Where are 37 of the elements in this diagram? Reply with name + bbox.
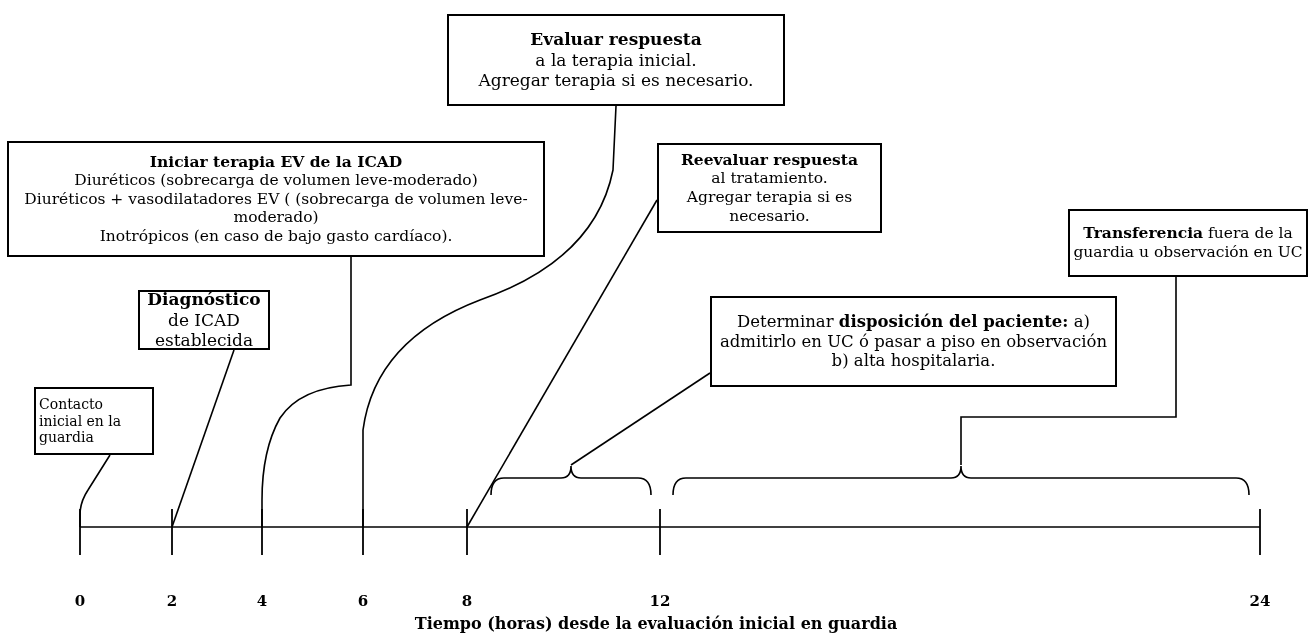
box-heading: Iniciar terapia EV de la ICAD	[148, 152, 404, 172]
leader-line	[79, 454, 111, 528]
text-box	[7, 141, 545, 257]
box-text: al tratamiento.	[710, 169, 829, 188]
tick-label: 12	[648, 592, 672, 610]
leader-line	[570, 372, 711, 466]
box-text: Agregar terapia si es necesario.	[477, 70, 755, 91]
box-text: Inotrópicos (en caso de bajo gasto cardíaco).	[98, 226, 454, 246]
tick-label: 2	[165, 592, 179, 610]
box-text: Transferencia fuera de la guardia u observación en UC	[1073, 224, 1303, 262]
curly-bracket	[490, 465, 652, 495]
box-heading: Reevaluar respuesta	[679, 150, 860, 170]
box-text: Diuréticos (sobrecarga de volumen leve-moderado)	[73, 171, 479, 190]
leader-line	[960, 276, 1177, 466]
axis-title: Tiempo (horas) desde la evaluación inicial en guardia	[413, 614, 899, 633]
box-text: Determinar disposición del paciente: a) admitirlo en UC ó pasar a piso en observación b) alta hospitalaria.	[718, 311, 1109, 372]
box-text: Agregar terapia si es necesario.	[685, 188, 854, 226]
text-box	[1068, 209, 1308, 277]
tick-label: 4	[255, 592, 269, 610]
text-box	[657, 143, 882, 233]
text-box	[34, 387, 154, 455]
box-text: Contacto inicial en la guardia	[39, 395, 123, 447]
box-text: a la terapia inicial.	[534, 49, 698, 71]
tick-label: 24	[1248, 592, 1272, 610]
tick-label: 8	[460, 592, 474, 610]
curly-bracket	[672, 465, 1250, 495]
leader-line	[171, 349, 235, 528]
text-box	[710, 296, 1117, 387]
box-heading: Evaluar respuesta	[529, 29, 703, 50]
box-text: Diagnóstico de ICAD establecida	[146, 289, 262, 351]
leader-line	[466, 199, 658, 528]
text-box	[447, 14, 785, 106]
tick-label: 6	[356, 592, 370, 610]
leader-line	[261, 256, 352, 528]
leader-line	[362, 105, 617, 528]
tick-label: 0	[73, 592, 87, 610]
box-text: Diuréticos + vasodilatadores EV ( (sobrecarga de volumen leve-moderado)	[23, 189, 529, 227]
